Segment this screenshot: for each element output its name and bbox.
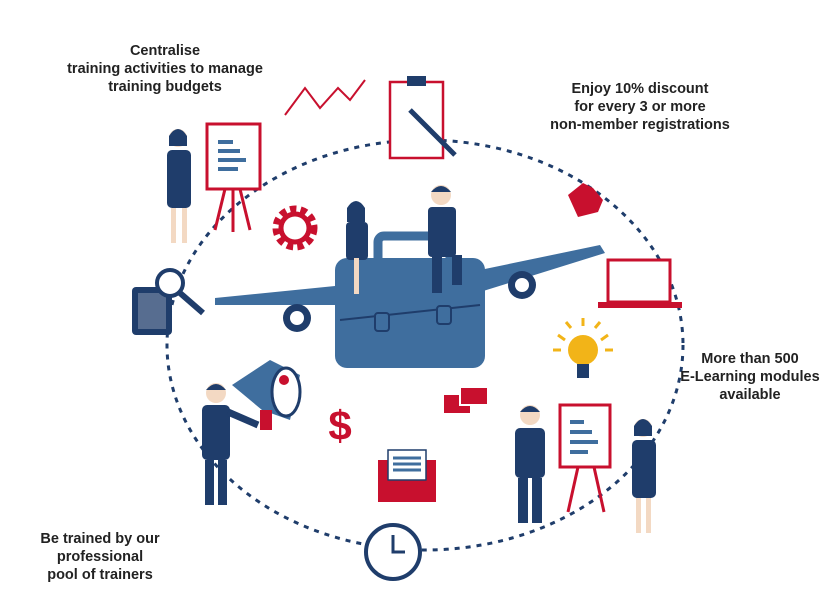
megaphone-icon xyxy=(232,360,302,430)
dollar-icon: $ xyxy=(328,402,351,449)
businessman-icon xyxy=(515,405,545,523)
caption-line: More than 500 xyxy=(701,351,799,367)
lightbulb-icon xyxy=(553,318,613,378)
clock-icon xyxy=(364,523,422,581)
dashed-circle xyxy=(165,138,685,552)
caption-elearning: More than 500 E-Learning modules availab… xyxy=(675,350,825,404)
caption-line: Be trained by our xyxy=(40,531,160,547)
caption-line: pool of trainers xyxy=(47,567,153,583)
caption-centralise-training: Centralise training activities to manage… xyxy=(40,42,290,96)
caption-line: non-member registrations xyxy=(550,117,730,133)
caption-discount: Enjoy 10% discount for every 3 or more n… xyxy=(530,80,750,134)
trend-arrow-icon xyxy=(284,79,366,116)
chat-bubbles-icon xyxy=(444,386,489,413)
caption-line: available xyxy=(719,387,781,403)
caption-trainers: Be trained by our professional pool of t… xyxy=(25,530,175,584)
airplane-icon xyxy=(215,245,605,332)
businessman-sitting-icon xyxy=(428,185,462,293)
envelope-icon xyxy=(378,449,436,502)
businesswoman-presenter-icon xyxy=(167,129,191,243)
businesswoman-icon xyxy=(632,419,656,533)
laptop-icon xyxy=(598,258,682,308)
presenter-board-icon xyxy=(205,122,262,232)
businesswoman-sitting-icon xyxy=(346,201,368,294)
caption-line: Centralise xyxy=(129,43,201,59)
caption-line: for every 3 or more xyxy=(574,99,706,115)
clipboard-icon xyxy=(388,76,457,160)
caption-line: E-Learning modules xyxy=(680,369,820,385)
caption-line: professional xyxy=(56,549,144,565)
thumbs-up-icon xyxy=(568,183,603,217)
briefcase-icon xyxy=(335,231,485,368)
caption-line: training activities to manage xyxy=(67,61,263,77)
presentation-board-icon xyxy=(558,403,612,513)
magnifier-icon xyxy=(155,268,205,316)
calculator-icon xyxy=(132,287,172,335)
caption-line: training budgets xyxy=(108,79,222,95)
gear-icon xyxy=(272,205,318,251)
caption-line: Enjoy 10% discount xyxy=(571,81,709,97)
businessman-presenter-icon xyxy=(202,383,260,505)
